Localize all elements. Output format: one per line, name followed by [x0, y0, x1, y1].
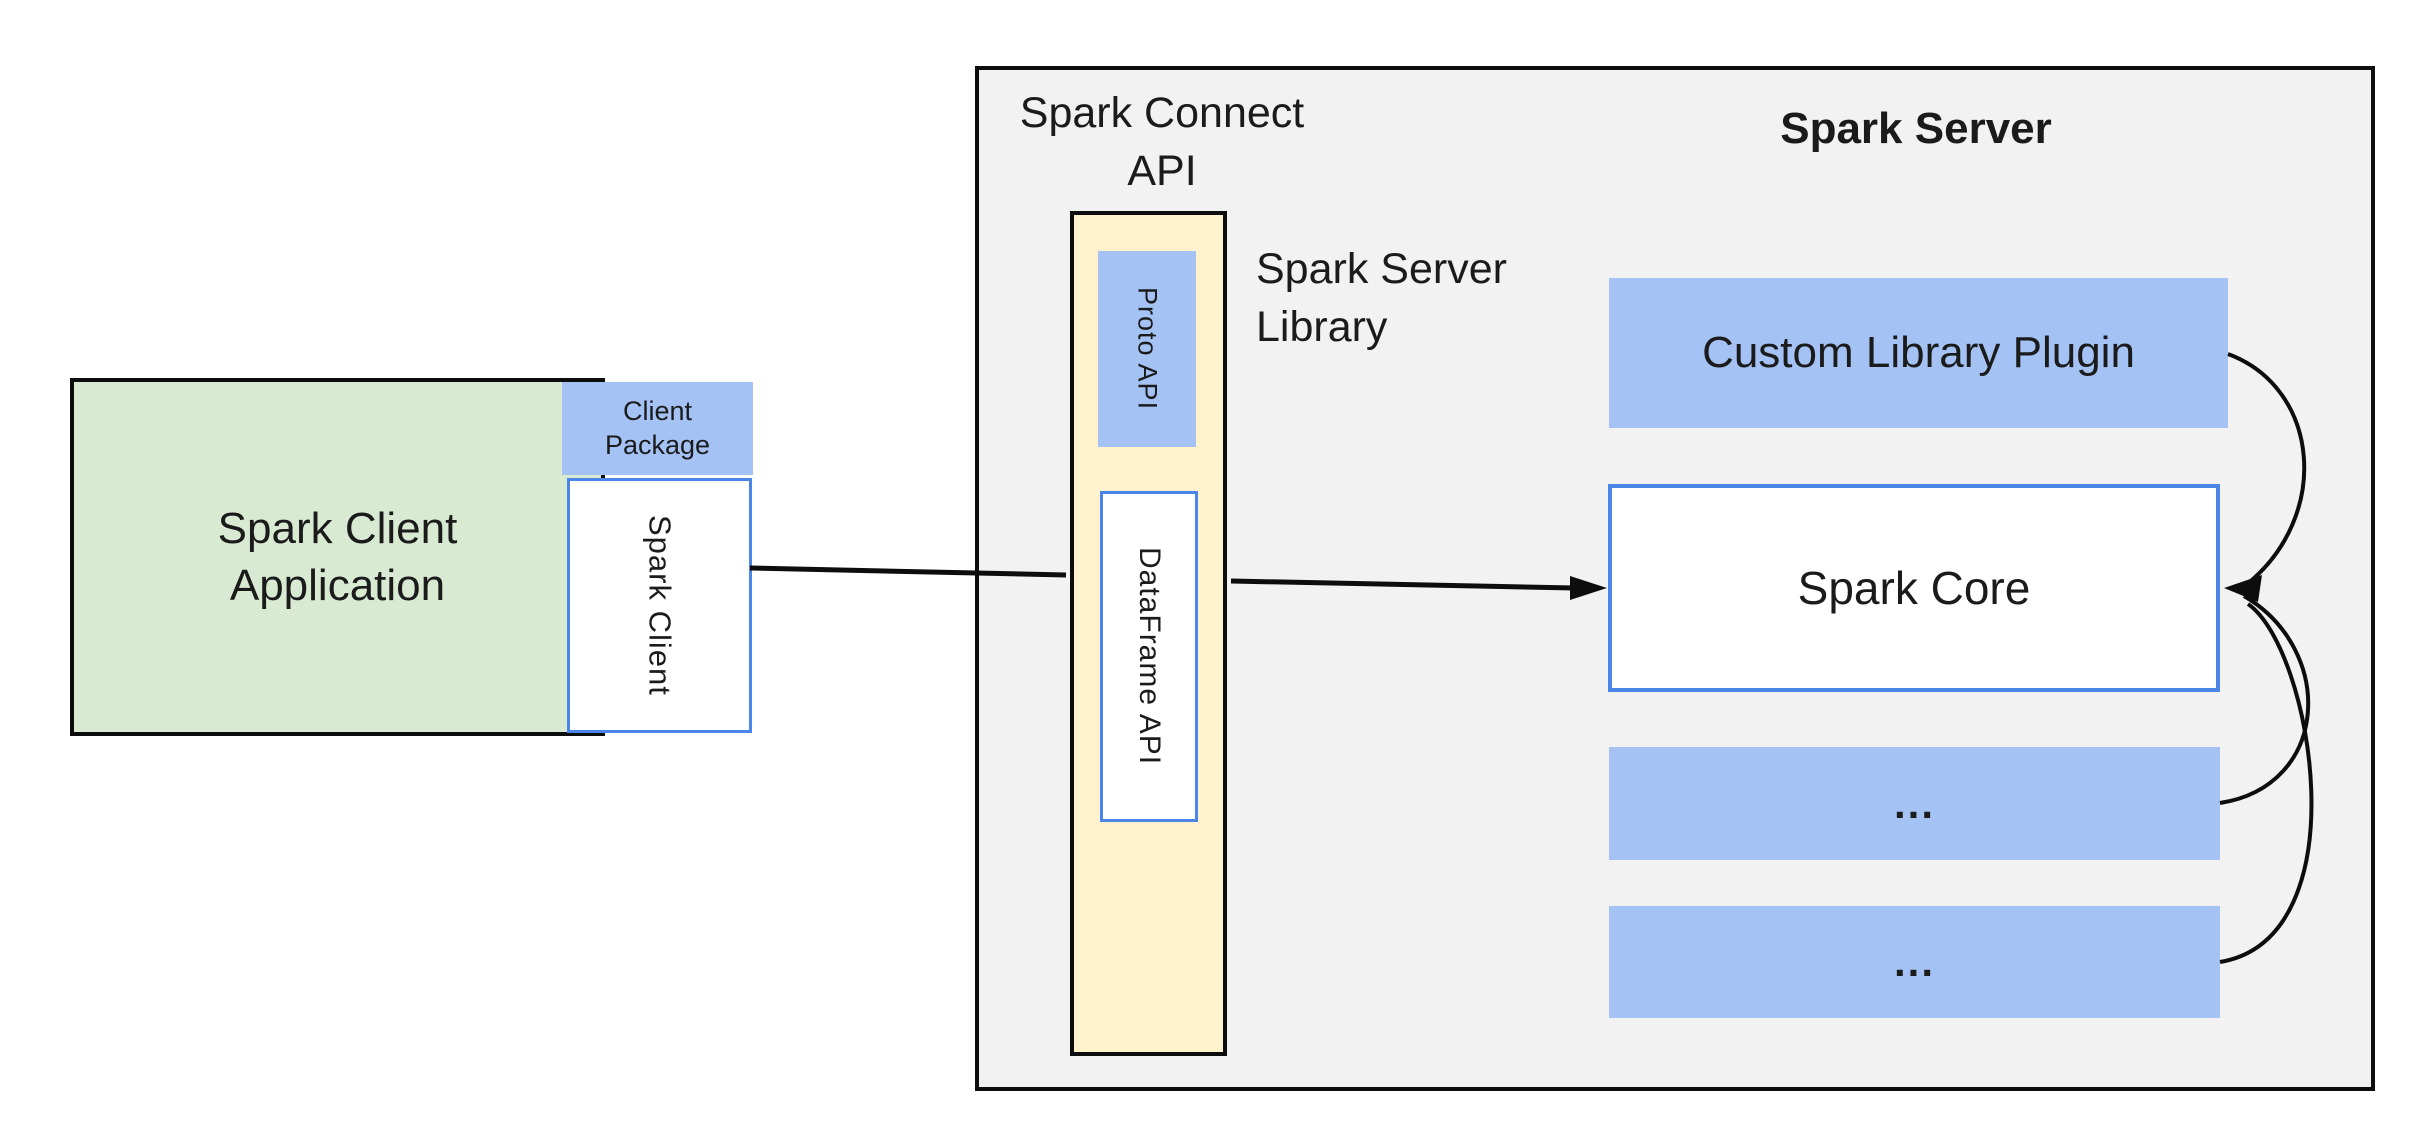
spark-core-label: Spark Core [1797, 562, 2031, 614]
spark-client-label: Spark Client [642, 515, 678, 696]
ellipsis-box-1-label: ... [1893, 779, 1935, 827]
ellipsis-box-2: ... [1609, 906, 2220, 1018]
spark-server-library-label-line1: Spark Server [1256, 245, 1507, 293]
proto-api-box: Proto API [1098, 251, 1196, 447]
spark-server-library-label: Spark Server Library [1256, 240, 1656, 357]
spark-connect-api-label-line2: API [1127, 147, 1197, 196]
proto-api-label: Proto API [1132, 287, 1163, 411]
spark-client-box: Spark Client [567, 478, 752, 733]
custom-library-plugin-label: Custom Library Plugin [1702, 328, 2135, 377]
spark-client-application-box: Spark Client Application [70, 378, 605, 736]
custom-library-plugin-box: Custom Library Plugin [1609, 278, 2228, 428]
client-package-label: Client Package [604, 395, 711, 460]
spark-server-title: Spark Server [1780, 104, 2052, 153]
ellipsis-box-2-label: ... [1893, 938, 1935, 985]
client-package-box: Client Package [562, 382, 753, 475]
spark-server-library-label-line2: Library [1256, 303, 1388, 352]
spark-connect-api-label-line1: Spark Connect [1019, 89, 1305, 137]
dataframe-api-box: DataFrame API [1100, 491, 1198, 822]
spark-client-application-label: Spark Client Application [217, 503, 458, 610]
spark-core-box: Spark Core [1608, 484, 2220, 692]
dataframe-api-label: DataFrame API [1133, 547, 1166, 766]
ellipsis-box-1: ... [1609, 747, 2220, 860]
spark-connect-api-label: Spark Connect API [1012, 84, 1312, 201]
